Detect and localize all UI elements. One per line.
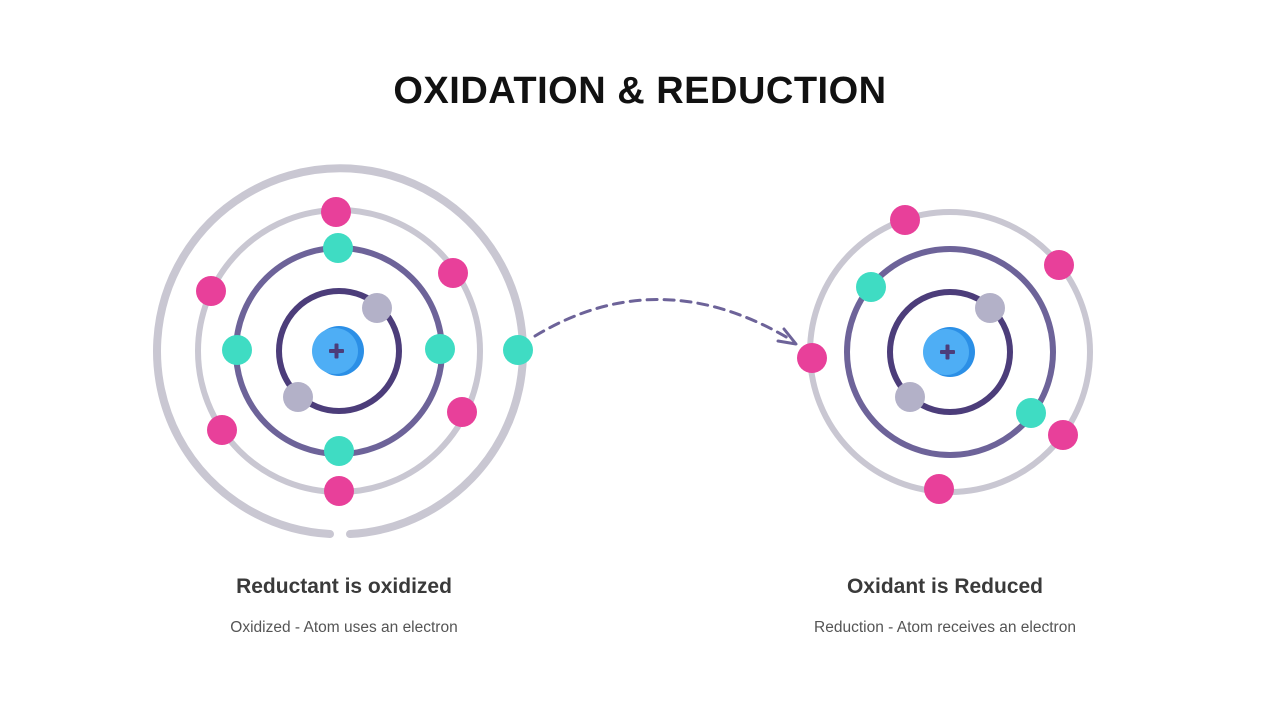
right-description: Reduction - Atom receives an electron — [814, 619, 1076, 636]
nucleus-plus-icon — [940, 344, 955, 360]
electron — [283, 382, 313, 412]
electron — [207, 415, 237, 445]
dashed-arrow-icon — [533, 298, 798, 346]
left-nucleus — [312, 326, 364, 376]
left-inner-ring — [276, 288, 402, 414]
electron — [447, 397, 477, 427]
electron — [1048, 420, 1078, 450]
electron — [890, 205, 920, 235]
electron — [856, 272, 886, 302]
electron — [324, 436, 354, 466]
electron — [425, 334, 455, 364]
electron — [222, 335, 252, 365]
nucleus-plus-icon — [329, 343, 344, 359]
left-heading: Reductant is oxidized — [236, 575, 452, 598]
page-title: OXIDATION & REDUCTION — [393, 70, 887, 112]
left-caption: Reductant is oxidized Oxidized - Atom us… — [134, 575, 554, 637]
electron — [324, 476, 354, 506]
electron — [196, 276, 226, 306]
left-outer-ring — [153, 164, 527, 538]
electron — [1044, 250, 1074, 280]
right-nucleus — [923, 327, 975, 377]
electron — [975, 293, 1005, 323]
right-heading: Oxidant is Reduced — [846, 575, 1044, 598]
electron — [1016, 398, 1046, 428]
electron — [321, 197, 351, 227]
electron — [323, 233, 353, 263]
electron — [924, 474, 954, 504]
right-middle-ring — [844, 246, 1056, 458]
left-description: Oxidized - Atom uses an electron — [230, 619, 458, 636]
right-inner-ring — [887, 289, 1013, 415]
transferring-electron — [503, 335, 533, 365]
left-atom — [153, 164, 533, 538]
right-atom — [797, 205, 1093, 504]
electron — [438, 258, 468, 288]
right-caption: Oxidant is Reduced Reduction - Atom rece… — [735, 575, 1155, 637]
electron — [362, 293, 392, 323]
electron — [895, 382, 925, 412]
electron — [797, 343, 827, 373]
